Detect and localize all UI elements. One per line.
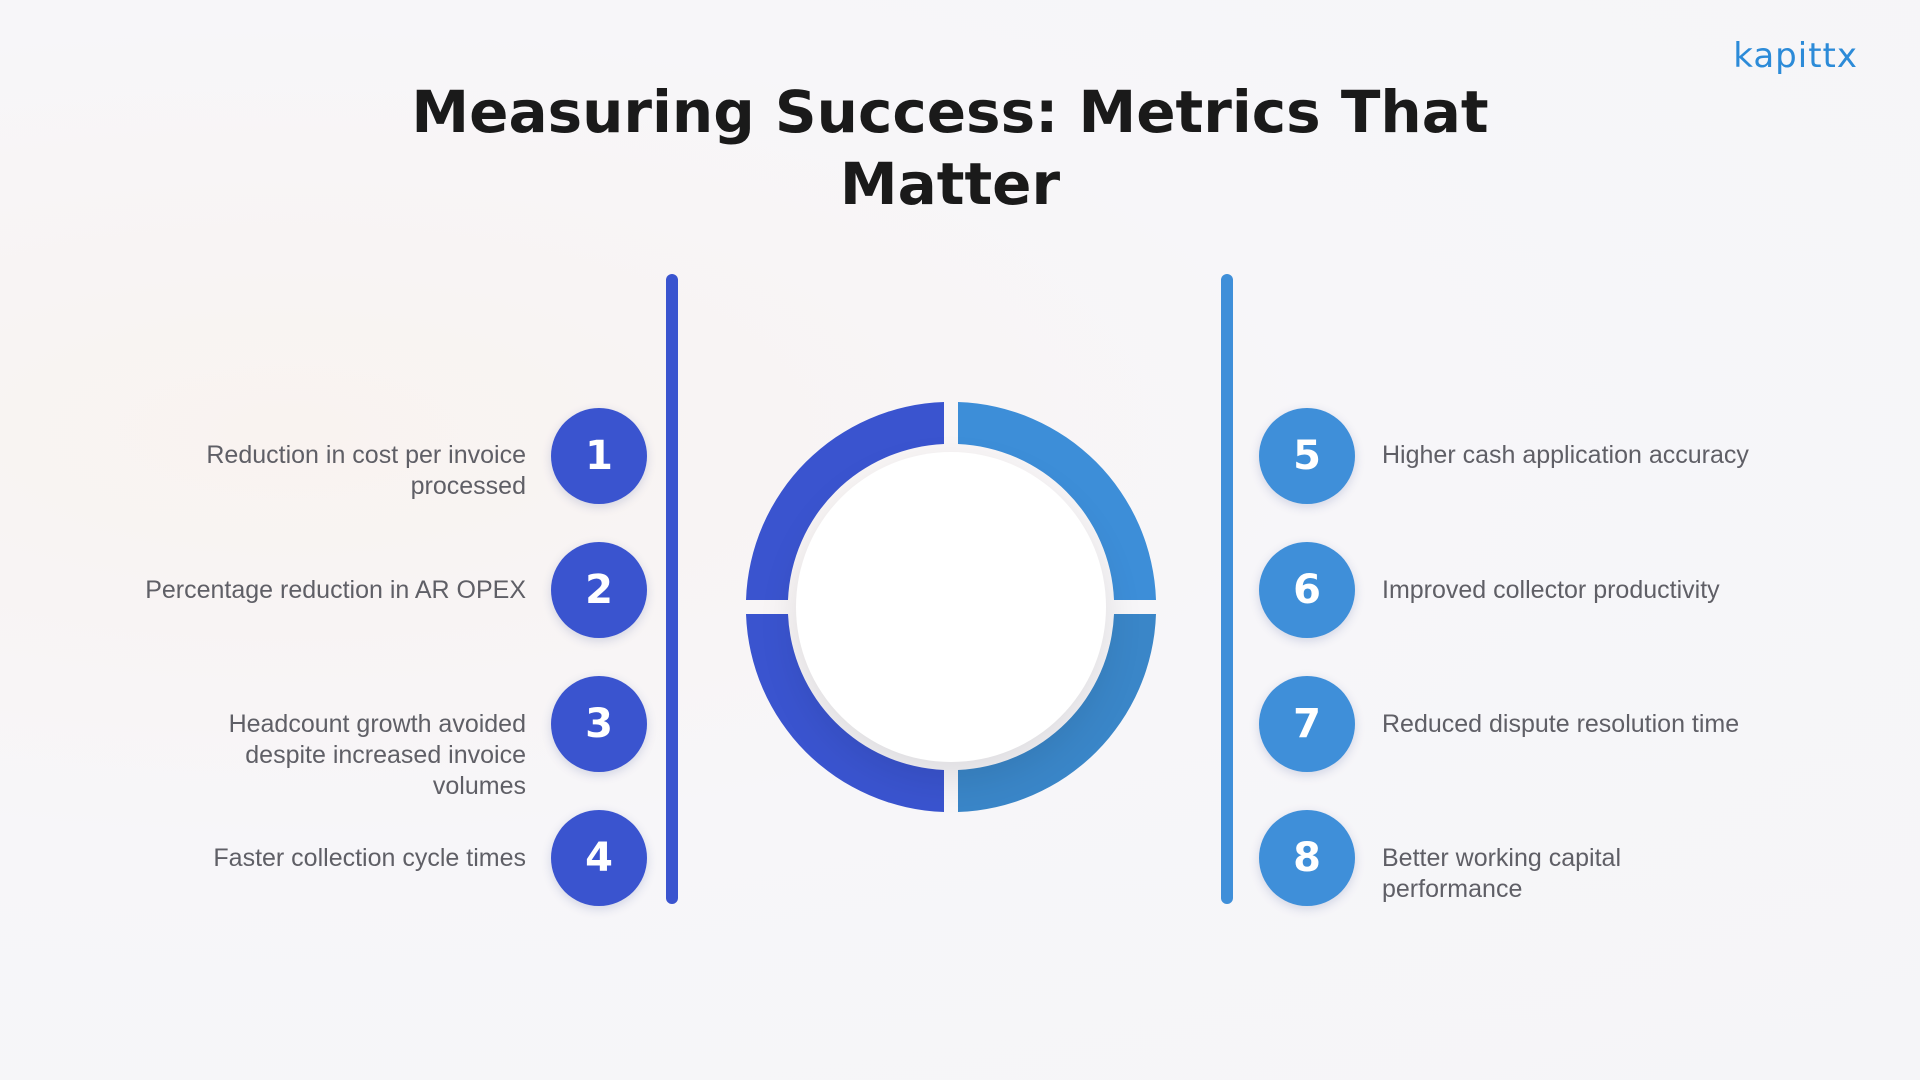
metric-label-4: Faster collection cycle times (213, 844, 526, 872)
metric-label-7: Reduced dispute resolution time (1382, 710, 1740, 738)
metric-label-6: Improved collector productivity (1382, 576, 1720, 604)
ring-segments (746, 402, 1156, 812)
ring-segment-top-left (746, 402, 944, 600)
right-divider-line (1221, 274, 1233, 904)
metric-label-5: Higher cash application accuracy (1382, 441, 1749, 469)
ring-segment-bottom-right (958, 614, 1156, 812)
metric-label-3: Headcount growth avoided despite increas… (228, 710, 526, 800)
metric-badge-8: 8 (1259, 810, 1355, 906)
center-disc (796, 452, 1106, 762)
metric-label-1: Reduction in cost per invoice processed (206, 441, 526, 500)
metric-badge-1: 1 (551, 408, 647, 504)
metric-badge-5: 5 (1259, 408, 1355, 504)
brand-logo: kapittx (1733, 36, 1858, 76)
metric-badge-2: 2 (551, 542, 647, 638)
ring-segment-top-right (958, 402, 1156, 600)
metric-badge-7: 7 (1259, 676, 1355, 772)
center-ring-graphic (746, 402, 1156, 812)
metric-badge-4: 4 (551, 810, 647, 906)
metric-badge-6: 6 (1259, 542, 1355, 638)
metric-label-2: Percentage reduction in AR OPEX (145, 576, 526, 604)
metric-label-8: Better working capital performance (1382, 844, 1622, 903)
ring-segment-bottom-left (746, 614, 944, 812)
page-title: Measuring Success: Metrics That Matter (411, 78, 1489, 218)
metric-badge-3: 3 (551, 676, 647, 772)
left-divider-line (666, 274, 678, 904)
